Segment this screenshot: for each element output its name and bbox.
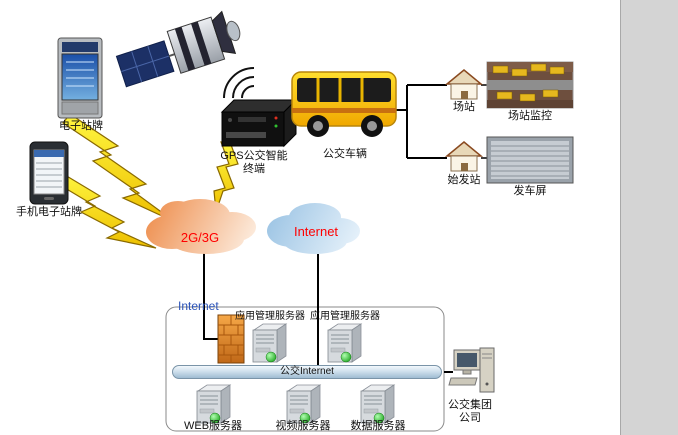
company-computer-icon [448,347,495,393]
station-house-icon [446,69,482,100]
cellular-cloud [146,199,256,254]
app-server-2-label: 应用管理服务器 [310,311,380,322]
kiosk-label: 电子站牌 [59,120,103,132]
bus-label: 公交车辆 [323,148,367,160]
station-monitor-label: 场站监控 [508,110,552,122]
internet-entry-label: Internet [178,299,219,313]
satellite-icon [115,10,241,88]
datacenter-box [165,306,445,432]
internet-cloud-label: Internet [293,224,339,239]
cellular-to-datacenter-connector [203,252,219,340]
gps-terminal-label: GPS公交智能终端 [220,150,288,176]
app-server-icon [327,323,362,363]
station-to-photo-connector [481,84,487,159]
wifi-signal-icon [223,67,255,99]
departure-screen-label: 发车屏 [513,185,547,197]
origin-station-label: 始发站 [447,174,481,186]
web-server-label: WEB服务器 [183,420,243,432]
internet-cloud [267,203,360,254]
origin-station-house-icon [446,141,482,172]
station-label: 场站 [453,101,475,113]
phone-icon [29,141,69,205]
electronic-stop-sign-icon [57,37,103,119]
lightning-bolt-icon [54,171,157,249]
backbone-label: 公交Internet [280,366,334,377]
firewall-icon [217,314,245,364]
station-monitor-photo [486,61,574,109]
departure-screen-photo [486,136,574,184]
phone-label: 手机电子站牌 [16,206,82,218]
lightning-bolt-icon [62,113,176,223]
window-background-strip [620,0,678,435]
cellular-cloud-label: 2G/3G [180,230,220,245]
data-server-label: 数据服务器 [350,420,406,432]
bus-internet-backbone: 公交Internet [172,365,442,379]
company-label: 公交集团公司 [448,399,492,425]
gps-terminal-icon [220,98,298,148]
data-server-icon [360,384,395,424]
bus-icon [291,71,397,137]
bus-to-stations-connector [396,84,447,159]
app-server-icon [252,323,287,363]
video-server-icon [286,384,321,424]
video-server-label: 视频服务器 [275,420,331,432]
web-server-icon [196,384,231,424]
app-server-1-label: 应用管理服务器 [235,311,305,322]
